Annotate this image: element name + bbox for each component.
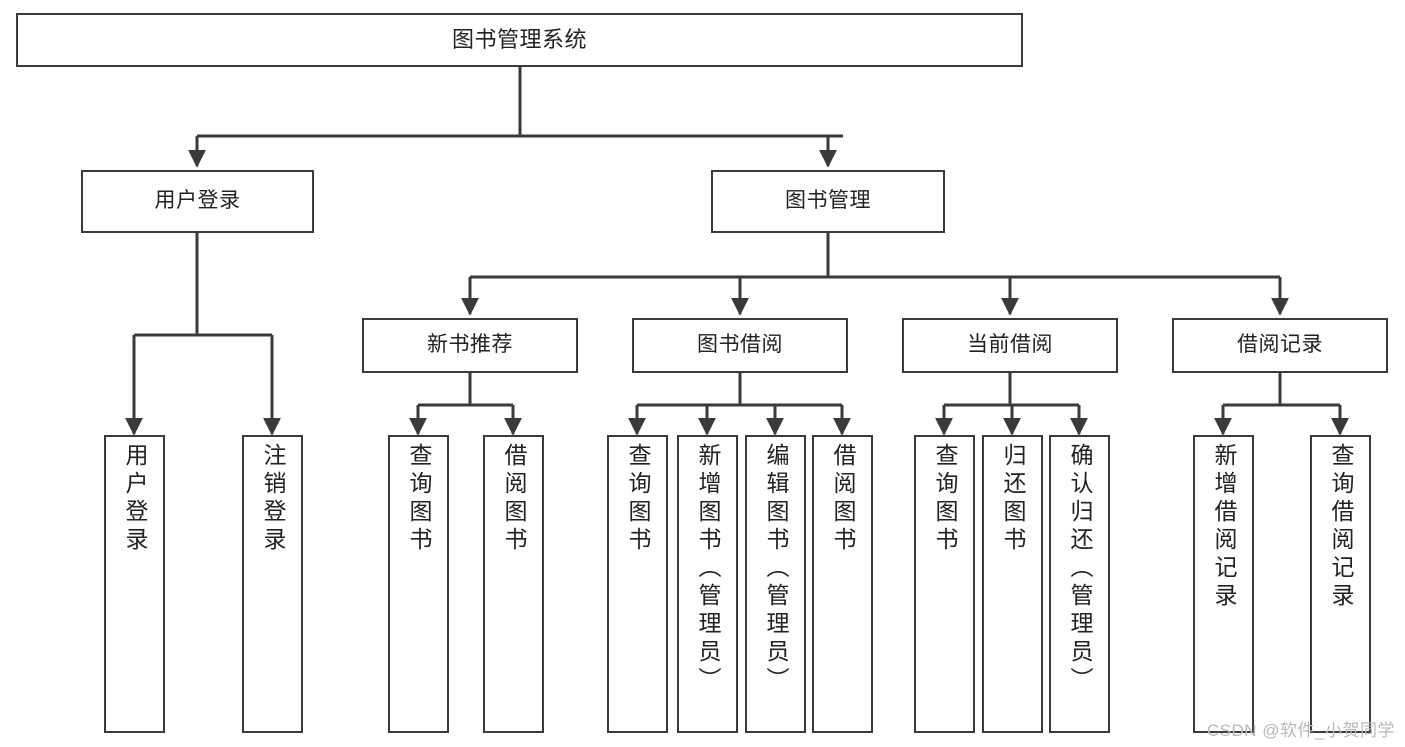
node-borrow-record[interactable]: 借阅记录 (1172, 318, 1388, 373)
leaf-query-book-3-label: 查询图书 (932, 443, 958, 555)
leaf-borrow-book-1[interactable]: 借阅图书 (483, 435, 544, 733)
leaf-confirm-return[interactable]: 确认归还（管理员） (1049, 435, 1110, 733)
node-new-book-recommend[interactable]: 新书推荐 (362, 318, 578, 373)
leaf-edit-book[interactable]: 编辑图书（管理员） (745, 435, 806, 733)
leaf-query-book-3[interactable]: 查询图书 (914, 435, 975, 733)
leaf-add-record-label: 新增借阅记录 (1211, 443, 1237, 611)
leaf-logout-login-label: 注销登录 (260, 443, 286, 555)
leaf-query-record-label: 查询借阅记录 (1328, 443, 1354, 611)
node-new-book-recommend-label: 新书推荐 (427, 333, 513, 357)
node-borrow-record-label: 借阅记录 (1237, 333, 1323, 357)
leaf-add-book-label: 新增图书（管理员） (695, 443, 721, 695)
node-root-label: 图书管理系统 (451, 27, 587, 53)
leaf-borrow-book-1-label: 借阅图书 (501, 443, 527, 555)
node-book-borrow-label: 图书借阅 (697, 333, 783, 357)
leaf-confirm-return-label: 确认归还（管理员） (1067, 443, 1093, 695)
node-user-login[interactable]: 用户登录 (81, 170, 314, 233)
leaf-borrow-book-2-label: 借阅图书 (830, 443, 856, 555)
leaf-add-record[interactable]: 新增借阅记录 (1193, 435, 1254, 733)
leaf-query-book-2-label: 查询图书 (625, 443, 651, 555)
leaf-query-book-1[interactable]: 查询图书 (388, 435, 449, 733)
node-current-borrow-label: 当前借阅 (967, 333, 1053, 357)
leaf-query-book-1-label: 查询图书 (406, 443, 432, 555)
leaf-return-book-label: 归还图书 (1000, 443, 1026, 555)
csdn-watermark: CSDN @软件_小贺同学 (1206, 721, 1395, 740)
leaf-user-login[interactable]: 用户登录 (104, 435, 165, 733)
leaf-query-book-2[interactable]: 查询图书 (607, 435, 668, 733)
leaf-edit-book-label: 编辑图书（管理员） (763, 443, 789, 695)
leaf-query-record[interactable]: 查询借阅记录 (1310, 435, 1371, 733)
node-root[interactable]: 图书管理系统 (16, 13, 1023, 67)
node-book-manage[interactable]: 图书管理 (711, 170, 945, 233)
node-user-login-label: 用户登录 (154, 189, 241, 213)
leaf-add-book[interactable]: 新增图书（管理员） (677, 435, 738, 733)
leaf-return-book[interactable]: 归还图书 (982, 435, 1043, 733)
node-current-borrow[interactable]: 当前借阅 (902, 318, 1118, 373)
node-book-borrow[interactable]: 图书借阅 (632, 318, 848, 373)
leaf-logout-login[interactable]: 注销登录 (242, 435, 303, 733)
leaf-user-login-label: 用户登录 (122, 443, 148, 555)
node-book-manage-label: 图书管理 (785, 189, 871, 213)
leaf-borrow-book-2[interactable]: 借阅图书 (812, 435, 873, 733)
